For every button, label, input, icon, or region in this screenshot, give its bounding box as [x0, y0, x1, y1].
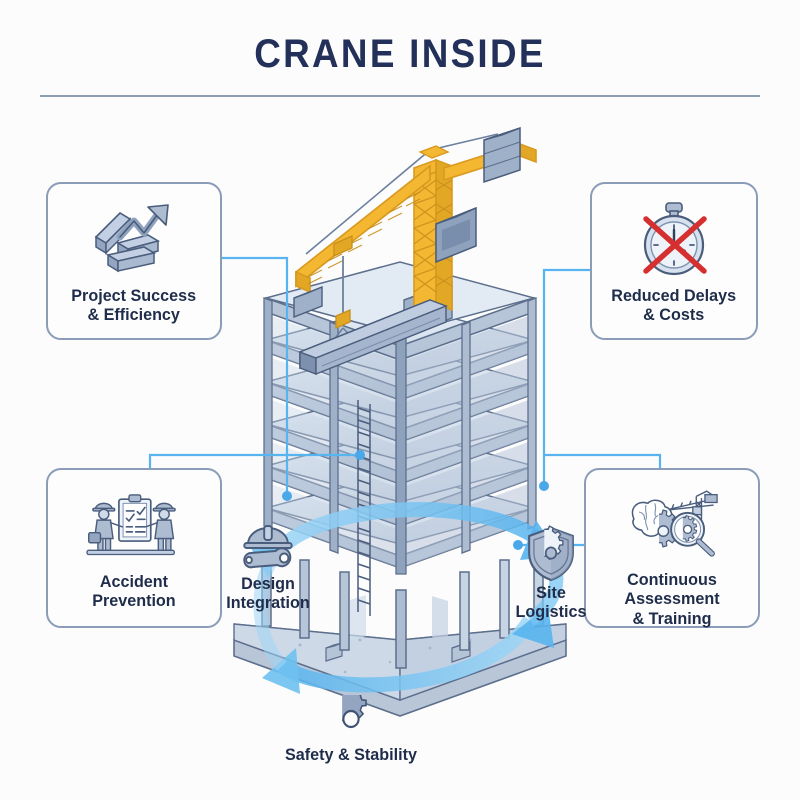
stopwatch-crossed-out-icon	[622, 198, 726, 282]
label-design-integration[interactable]: Design Integration	[217, 518, 320, 612]
workers-checklist-icon	[82, 484, 186, 568]
card-accident-prevention-label: Accident Prevention	[92, 572, 176, 611]
label-site-logistics-text: Site Logistics	[515, 583, 587, 622]
label-safety-stability-text: Safety & Stability	[285, 745, 417, 764]
card-reduced-delays[interactable]: Reduced Delays & Costs	[590, 182, 758, 340]
card-project-success[interactable]: Project Success & Efficiency	[46, 182, 222, 340]
card-accident-prevention[interactable]: Accident Prevention	[46, 468, 222, 628]
shield-gear-icon	[528, 525, 574, 582]
growth-bars-arrow-icon	[82, 198, 186, 282]
hardhat-wrench-icon	[243, 525, 293, 569]
title-divider	[40, 95, 760, 97]
label-safety-stability[interactable]: Safety & Stability	[263, 695, 440, 764]
label-design-integration-text: Design Integration	[226, 574, 310, 613]
brain-gear-magnifier-crane-icon	[620, 484, 724, 566]
roof-equipment	[293, 285, 323, 319]
label-site-logistics[interactable]: Site Logistics	[507, 525, 594, 621]
page-title: CRANE INSIDE	[254, 32, 546, 76]
card-project-success-label: Project Success & Efficiency	[71, 286, 197, 325]
gear-icon	[342, 695, 367, 729]
tower-crane	[295, 126, 537, 376]
card-reduced-delays-label: Reduced Delays & Costs	[611, 286, 737, 325]
card-continuous-assessment-label: Continuous Assessment & Training	[624, 570, 720, 628]
card-continuous-assessment[interactable]: Continuous Assessment & Training	[584, 468, 760, 628]
